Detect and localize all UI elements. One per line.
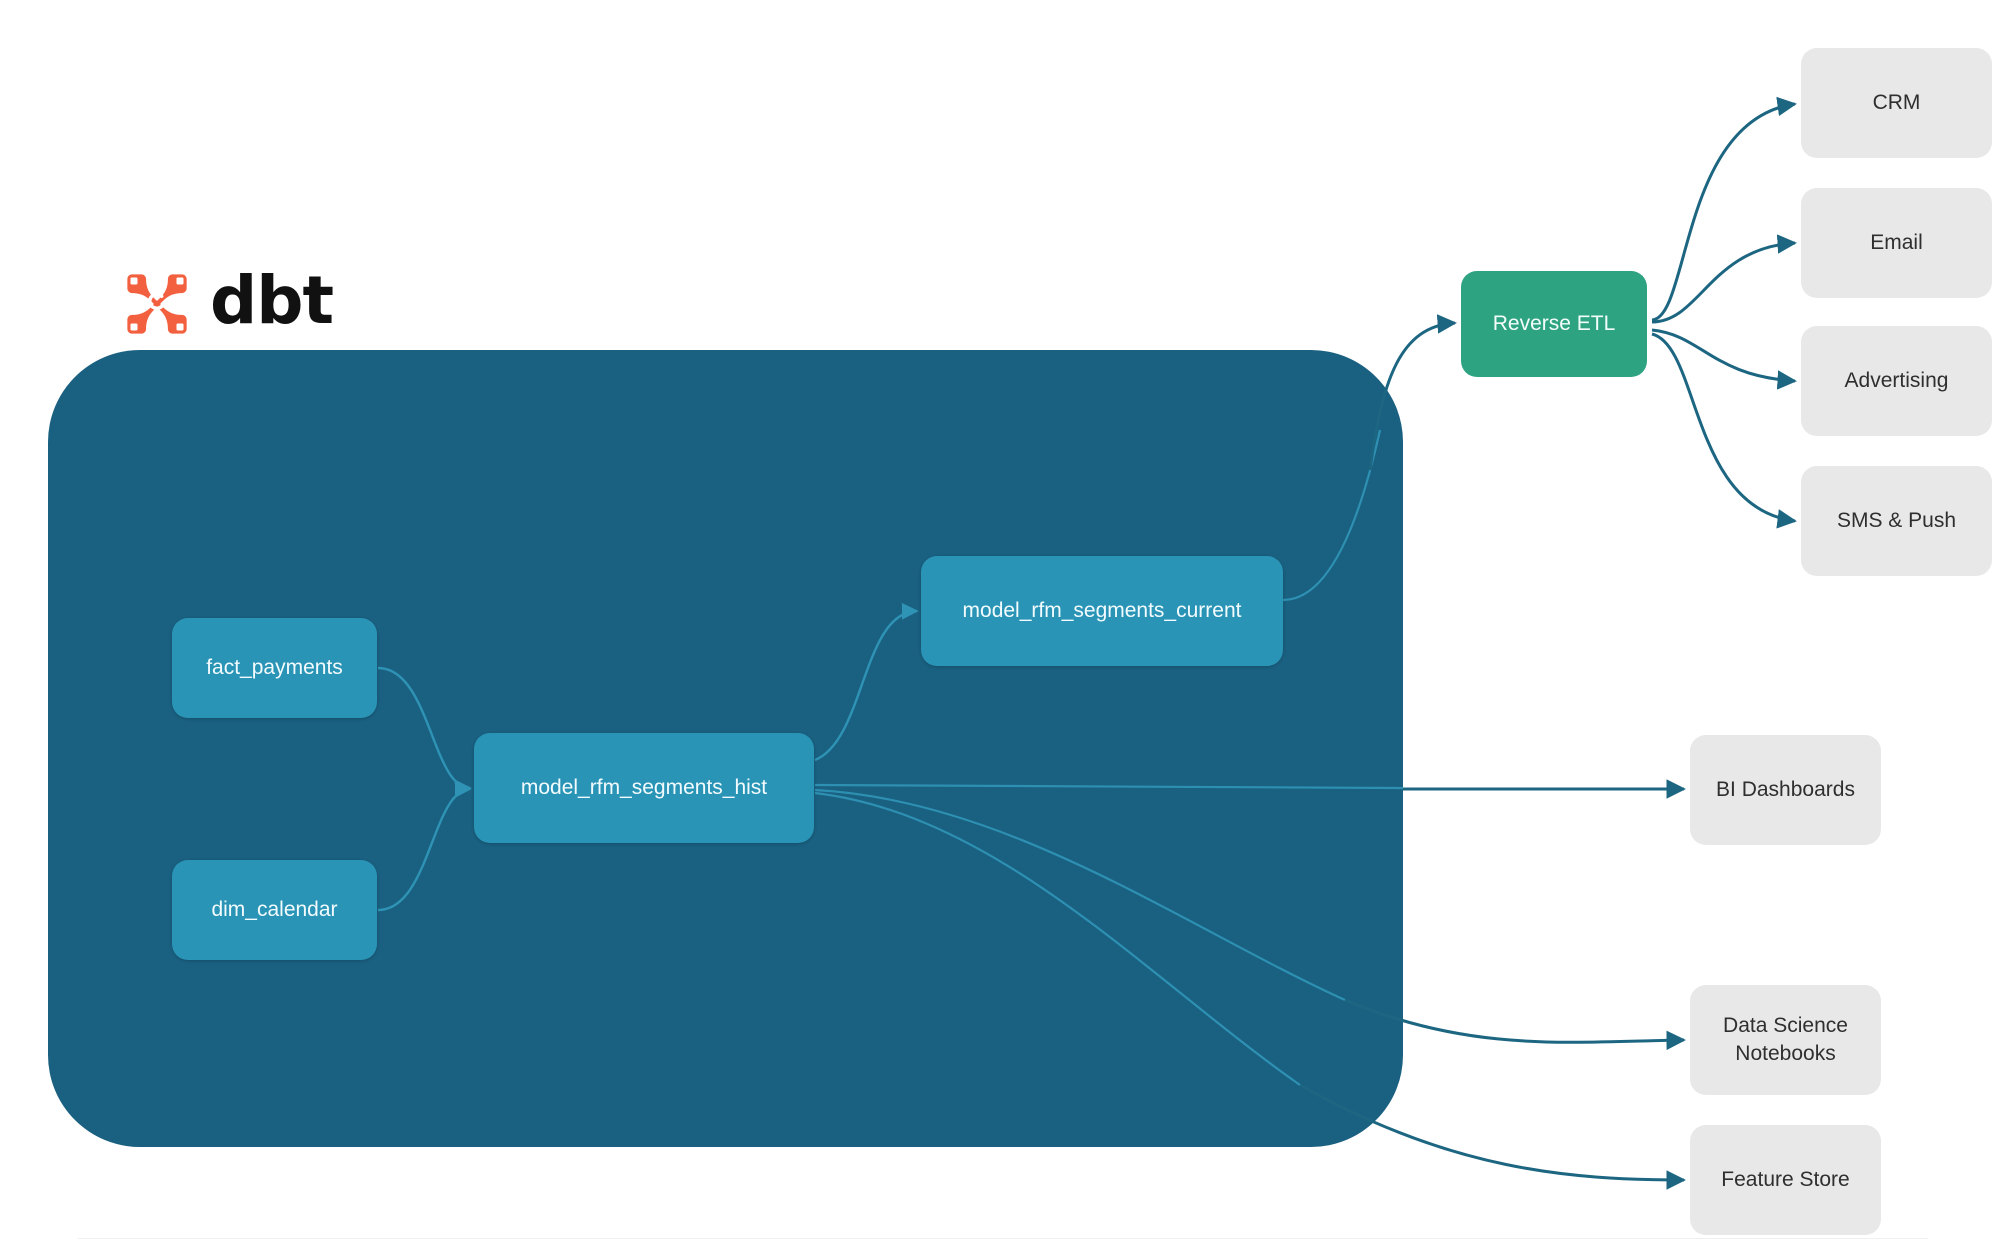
node-label: fact_payments — [206, 656, 343, 679]
node-label: SMS & Push — [1836, 508, 1957, 532]
model-node-model-rfm-segments-current[interactable]: model_rfm_segments_current — [921, 556, 1283, 666]
bottom-divider — [78, 1238, 1928, 1239]
edge-reverse-etl-to-sms-push — [1651, 332, 1797, 529]
edge-reverse-etl-to-crm — [1651, 96, 1797, 322]
edge-reverse-etl-to-advertising — [1651, 328, 1797, 390]
node-label: model_rfm_segments_hist — [520, 776, 768, 799]
destination-node-advertising[interactable]: Advertising — [1801, 326, 1992, 436]
node-label: Reverse ETL — [1492, 312, 1616, 335]
destination-node-sms-push[interactable]: SMS & Push — [1801, 466, 1992, 576]
edge-reverse-etl-to-email — [1651, 234, 1797, 324]
dbt-logo: dbt — [118, 258, 334, 350]
model-node-dim-calendar[interactable]: dim_calendar — [172, 860, 377, 960]
destination-node-bi-dashboards[interactable]: BI Dashboards — [1690, 735, 1881, 845]
node-label: dim_calendar — [211, 898, 338, 921]
node-label: Data Science Notebooks — [1723, 1013, 1848, 1065]
node-label: BI Dashboards — [1716, 777, 1855, 801]
node-label: Feature Store — [1721, 1167, 1850, 1191]
node-label: CRM — [1872, 90, 1921, 114]
destination-node-feature-store[interactable]: Feature Store — [1690, 1125, 1881, 1235]
node-label: Advertising — [1844, 368, 1949, 392]
dbt-logo-icon — [127, 274, 187, 334]
node-label: model_rfm_segments_current — [962, 599, 1242, 622]
destination-node-data-science-notebooks[interactable]: Data Science Notebooks — [1690, 985, 1881, 1095]
dbt-wordmark: dbt — [210, 262, 334, 339]
process-node-reverse-etl[interactable]: Reverse ETL — [1461, 271, 1647, 377]
model-node-model-rfm-segments-hist[interactable]: model_rfm_segments_hist — [474, 733, 814, 843]
model-node-fact-payments[interactable]: fact_payments — [172, 618, 377, 718]
destination-node-crm[interactable]: CRM — [1801, 48, 1992, 158]
node-label: Email — [1870, 230, 1923, 254]
destination-node-email[interactable]: Email — [1801, 188, 1992, 298]
